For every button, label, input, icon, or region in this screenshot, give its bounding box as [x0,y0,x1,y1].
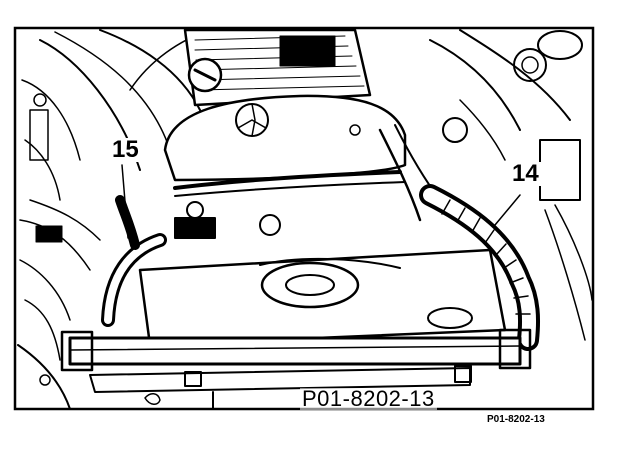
cover-plate [279,35,336,67]
fitting [259,214,281,236]
mount [454,365,472,383]
fan-pulley [260,261,360,309]
wire [554,204,593,301]
sensor-block [174,217,216,239]
support-bracket-left [60,330,94,372]
small-part [144,393,161,405]
cable-bundle [378,128,422,222]
wire [24,299,61,361]
belt [259,257,401,269]
hose-line [54,31,171,151]
wheel-well [17,344,71,410]
hose-line [24,139,61,201]
hose-line [99,29,201,111]
wire [544,209,586,341]
connector-cap [33,93,47,107]
emblem-star [237,103,267,137]
fluid-reservoir [537,30,583,60]
radiator-support [68,336,522,366]
hose-14-highlight [423,188,536,347]
bracket [29,109,49,161]
callout-15-label: 15 [110,136,141,163]
hose-clamp [442,117,468,143]
hose-line [21,79,81,161]
connector [35,225,63,243]
support-edge [69,345,521,351]
support-bracket-right [498,328,532,370]
leader-line-14 [494,194,521,226]
wire [29,199,101,241]
hose-14-ribs [441,199,531,315]
leader-line-15 [121,164,129,239]
fitting [186,201,204,219]
cable-bundle [174,181,406,197]
fan-hub [285,274,335,296]
cap-slot [193,68,217,82]
hose-15-upper [115,195,140,250]
hose-15-highlight [104,236,164,324]
idler-pulley [427,307,473,329]
cable-bundle [173,170,402,190]
wire [459,99,506,161]
mount [184,371,202,387]
wire [19,259,71,321]
right-hose [429,39,521,131]
figure-code-overlay: P01-8202-13 [300,386,437,411]
reservoir-cap-inner [521,56,539,74]
right-hose [459,29,571,121]
figure-reference-code: P01-8202-13 [487,414,545,425]
callout-14-label: 14 [510,160,541,187]
bolt [39,374,51,386]
lower-panel [89,367,471,393]
reservoir-cap [513,48,547,82]
bolt [349,124,361,136]
